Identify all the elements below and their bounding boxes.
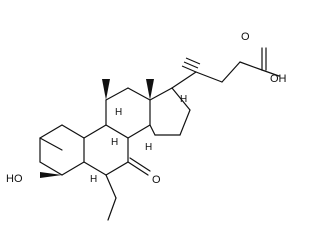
h-c8-label: H [115, 107, 122, 118]
ketone-oxygen: O [152, 174, 161, 186]
acid-hydroxyl: OH [270, 73, 287, 85]
molecule-diagram: O OH O HO H H H H H [6, 31, 287, 221]
stereo-bonds [40, 57, 201, 178]
skeleton-bonds [39, 47, 280, 221]
h-c5-label: H [90, 174, 97, 185]
atom-labels: O OH O HO H H H H H [6, 31, 287, 186]
hydroxyl-label: HO [6, 173, 23, 185]
h-c9-label: H [111, 137, 118, 148]
h-c17-label: H [180, 94, 187, 105]
acid-carbonyl-oxygen: O [241, 31, 250, 43]
h-c14-label: H [145, 142, 152, 153]
